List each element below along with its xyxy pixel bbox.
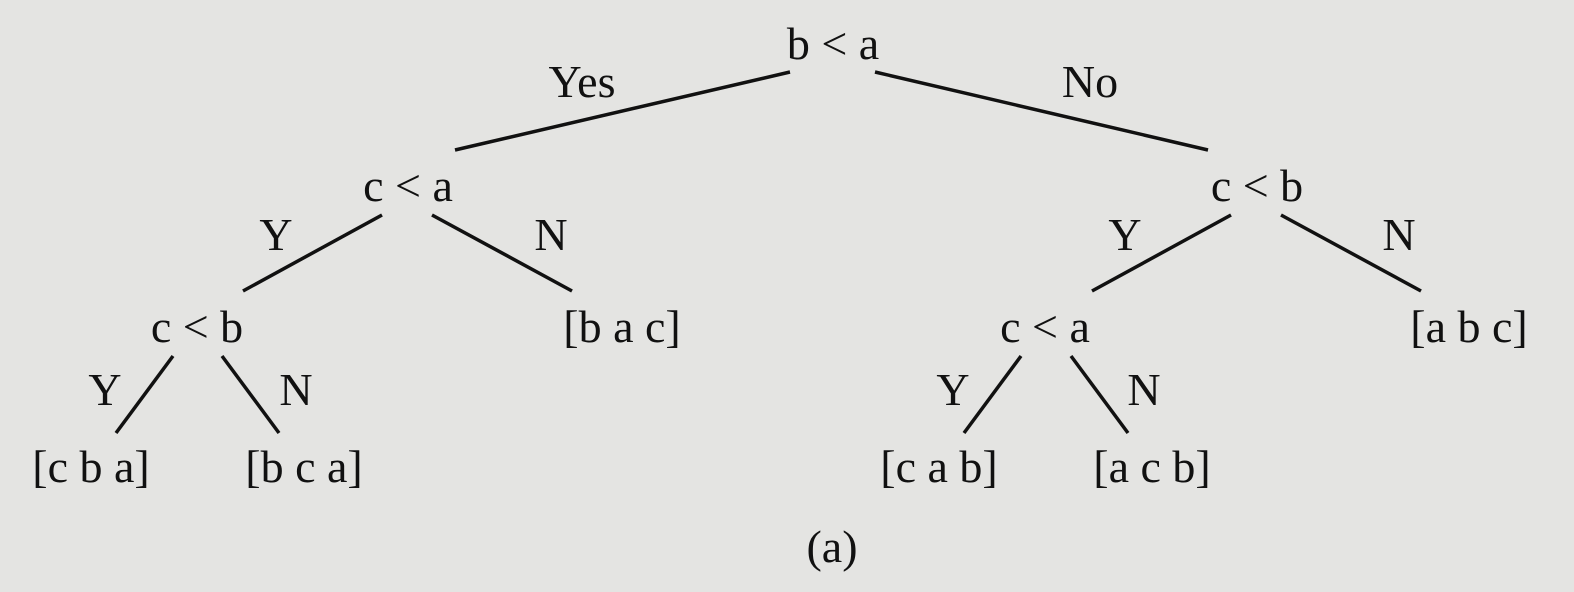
edge-rl-n — [1069, 354, 1130, 435]
edge-r-n — [1280, 213, 1422, 293]
edge-rl-y — [962, 354, 1023, 435]
leaf-a-c-b: [a c b] — [1093, 441, 1211, 492]
edge-label-rl-y: Y — [936, 364, 970, 415]
node-right-left: c < a — [1000, 301, 1090, 352]
edge-label-yes: Yes — [548, 56, 616, 107]
edge-ll-n — [220, 354, 281, 435]
node-root: b < a — [786, 18, 880, 69]
edge-label-no: No — [1061, 56, 1119, 107]
edge-ll-y — [114, 354, 175, 435]
edge-label-ll-n: N — [279, 364, 313, 415]
edge-l-n — [431, 213, 573, 293]
edge-label-r-n: N — [1382, 209, 1416, 260]
edge-label-ll-y: Y — [88, 364, 122, 415]
node-left: c < a — [363, 160, 453, 211]
leaf-a-b-c: [a b c] — [1410, 301, 1528, 352]
leaf-b-a-c: [b a c] — [563, 301, 681, 352]
node-left-left: c < b — [150, 301, 244, 352]
edge-l-y — [242, 213, 383, 293]
edge-label-l-n: N — [534, 209, 568, 260]
figure-caption: (a) — [806, 521, 858, 572]
edge-root-yes — [454, 70, 791, 152]
node-right: c < b — [1210, 160, 1304, 211]
edge-r-y — [1091, 213, 1232, 293]
edge-label-l-y: Y — [259, 209, 293, 260]
leaf-b-c-a: [b c a] — [245, 441, 363, 492]
leaf-c-b-a: [c b a] — [32, 441, 150, 492]
edge-label-rl-n: N — [1127, 364, 1161, 415]
edge-label-r-y: Y — [1108, 209, 1142, 260]
edge-root-no — [874, 70, 1209, 152]
leaf-c-a-b: [c a b] — [880, 441, 998, 492]
